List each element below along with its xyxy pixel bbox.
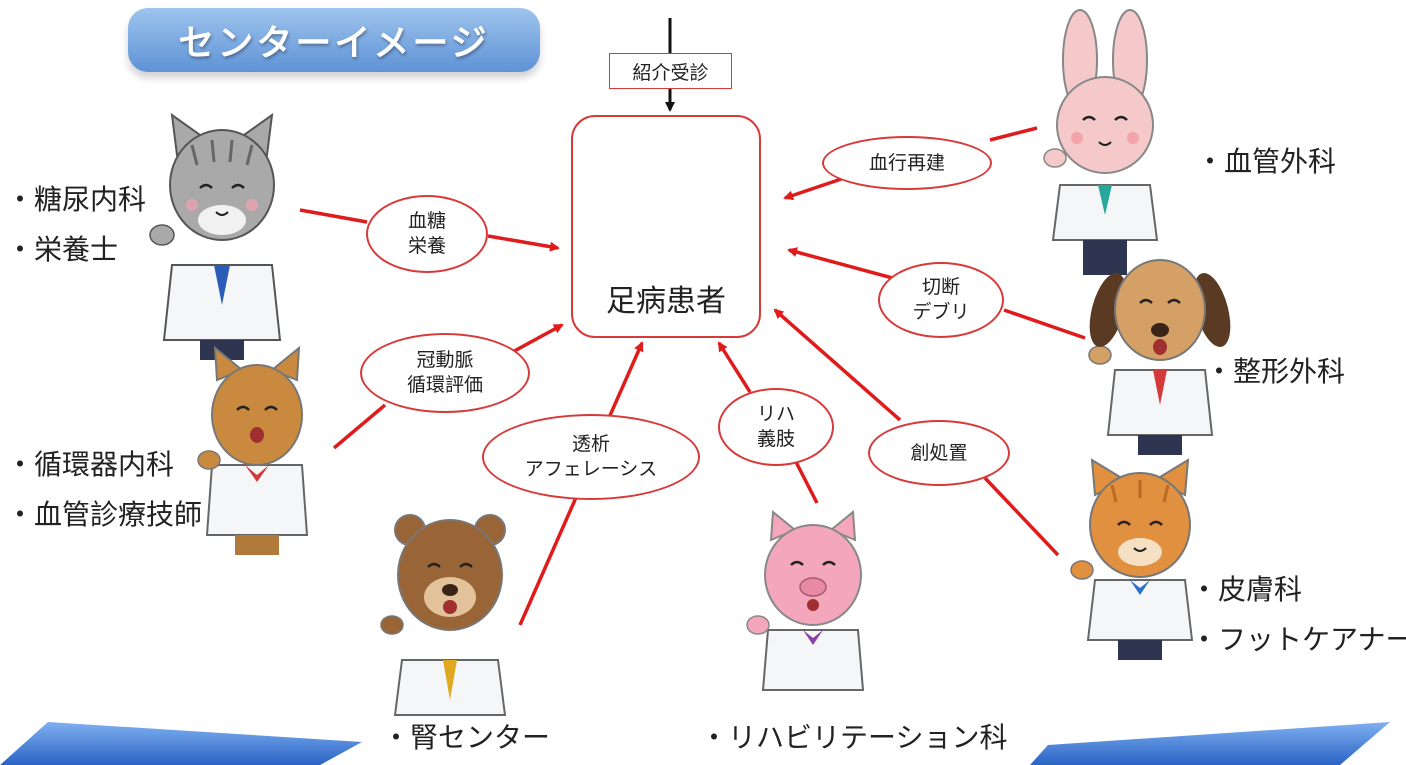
arrow-coronary-bottom (332, 403, 387, 450)
bubble-glucose: 血糖 栄養 (366, 195, 488, 273)
page-title: センターイメージ (178, 23, 490, 64)
bubble-dialysis: 透析 アフェレーシス (482, 414, 700, 500)
patient-label: 足病患者 (606, 284, 726, 319)
arrow-revasc-top (989, 126, 1038, 142)
bubble-dialysis-line1: 透析 (571, 433, 610, 455)
arrow-glucose-top (299, 208, 368, 224)
dept-rehabilitation: ・リハビリテーション科 (700, 713, 1007, 763)
dept-diabetes: ・糖尿内科 ・栄養士 (6, 175, 146, 275)
bubble-coronary-line1: 冠動脈 (416, 349, 474, 371)
arrow-rehab (717, 341, 752, 393)
gray-cat-doctor (149, 112, 282, 360)
arrow-amputation (787, 247, 901, 282)
dept-cardiology: ・循環器内科 ・血管診療技師 (6, 440, 202, 540)
dept-rehabilitation-line1: ・リハビリテーション科 (700, 721, 1008, 754)
title-banner: センターイメージ (128, 8, 540, 72)
dept-cardiology-line2: ・血管診療技師 (6, 498, 203, 531)
pig-doctor (746, 510, 865, 691)
fox-doctor (197, 345, 309, 555)
bubble-amputation-line2: デブリ (912, 301, 970, 323)
bubble-coronary: 冠動脈 循環評価 (360, 333, 530, 413)
right-banner (1030, 722, 1390, 765)
dept-diabetes-line1: ・糖尿内科 (6, 183, 147, 216)
bear-doctor (380, 514, 507, 716)
bubble-dialysis-line2: アフェレーシス (524, 458, 658, 480)
arrow-dialysis (606, 341, 644, 421)
dept-kidney: ・腎センター (382, 713, 550, 763)
dept-vascular-surgery-line1: ・血管外科 (1196, 145, 1337, 178)
dept-cardiology-line1: ・循環器内科 (6, 448, 175, 481)
rabbit-doctor (1043, 9, 1159, 275)
dept-diabetes-line2: ・栄養士 (6, 233, 119, 266)
bubble-coronary-line2: 循環評価 (406, 374, 483, 396)
dept-orthopedics: ・整形外科 (1205, 347, 1345, 397)
bubble-revasc-line1: 血行再建 (868, 151, 945, 174)
arrow-glucose (487, 234, 560, 252)
bubble-glucose-line2: 栄養 (407, 235, 446, 257)
referral-label: 紹介受診 (632, 61, 709, 84)
dept-orthopedics-line1: ・整形外科 (1205, 355, 1346, 388)
arrow-coronary (506, 323, 564, 357)
dept-dermatology-line1: ・皮膚科 (1190, 573, 1303, 606)
arrow-wound (773, 308, 902, 422)
bubble-wound-line1: 創処置 (910, 441, 968, 464)
dept-dermatology: ・皮膚科 ・フットケアナース (1190, 565, 1406, 665)
dept-vascular-surgery: ・血管外科 (1196, 137, 1336, 187)
bubble-glucose-line1: 血糖 (407, 210, 446, 232)
arrow-amputation-top (1003, 308, 1086, 340)
patient-box: 足病患者 (571, 115, 761, 338)
bubble-amputation: 切断 デブリ (878, 262, 1004, 338)
bubble-rehab: リハ 義肢 (718, 388, 834, 466)
dog-doctor (1088, 259, 1231, 455)
left-banner (0, 722, 362, 765)
arrow-wound-bottom (983, 476, 1060, 557)
dept-kidney-line1: ・腎センター (382, 721, 551, 754)
orange-cat-doctor (1070, 458, 1194, 660)
bubble-wound: 創処置 (868, 420, 1010, 486)
dept-dermatology-line2: ・フットケアナース (1190, 623, 1406, 656)
bubble-rehab-line1: リハ (756, 403, 795, 425)
referral-box: 紹介受診 (609, 53, 732, 89)
bubble-rehab-line2: 義肢 (756, 428, 795, 450)
bubble-amputation-line1: 切断 (921, 276, 960, 298)
arrow-dialysis-bottom (518, 492, 580, 626)
arrow-rehab-bottom (794, 461, 819, 504)
bubble-revasc: 血行再建 (822, 136, 992, 190)
